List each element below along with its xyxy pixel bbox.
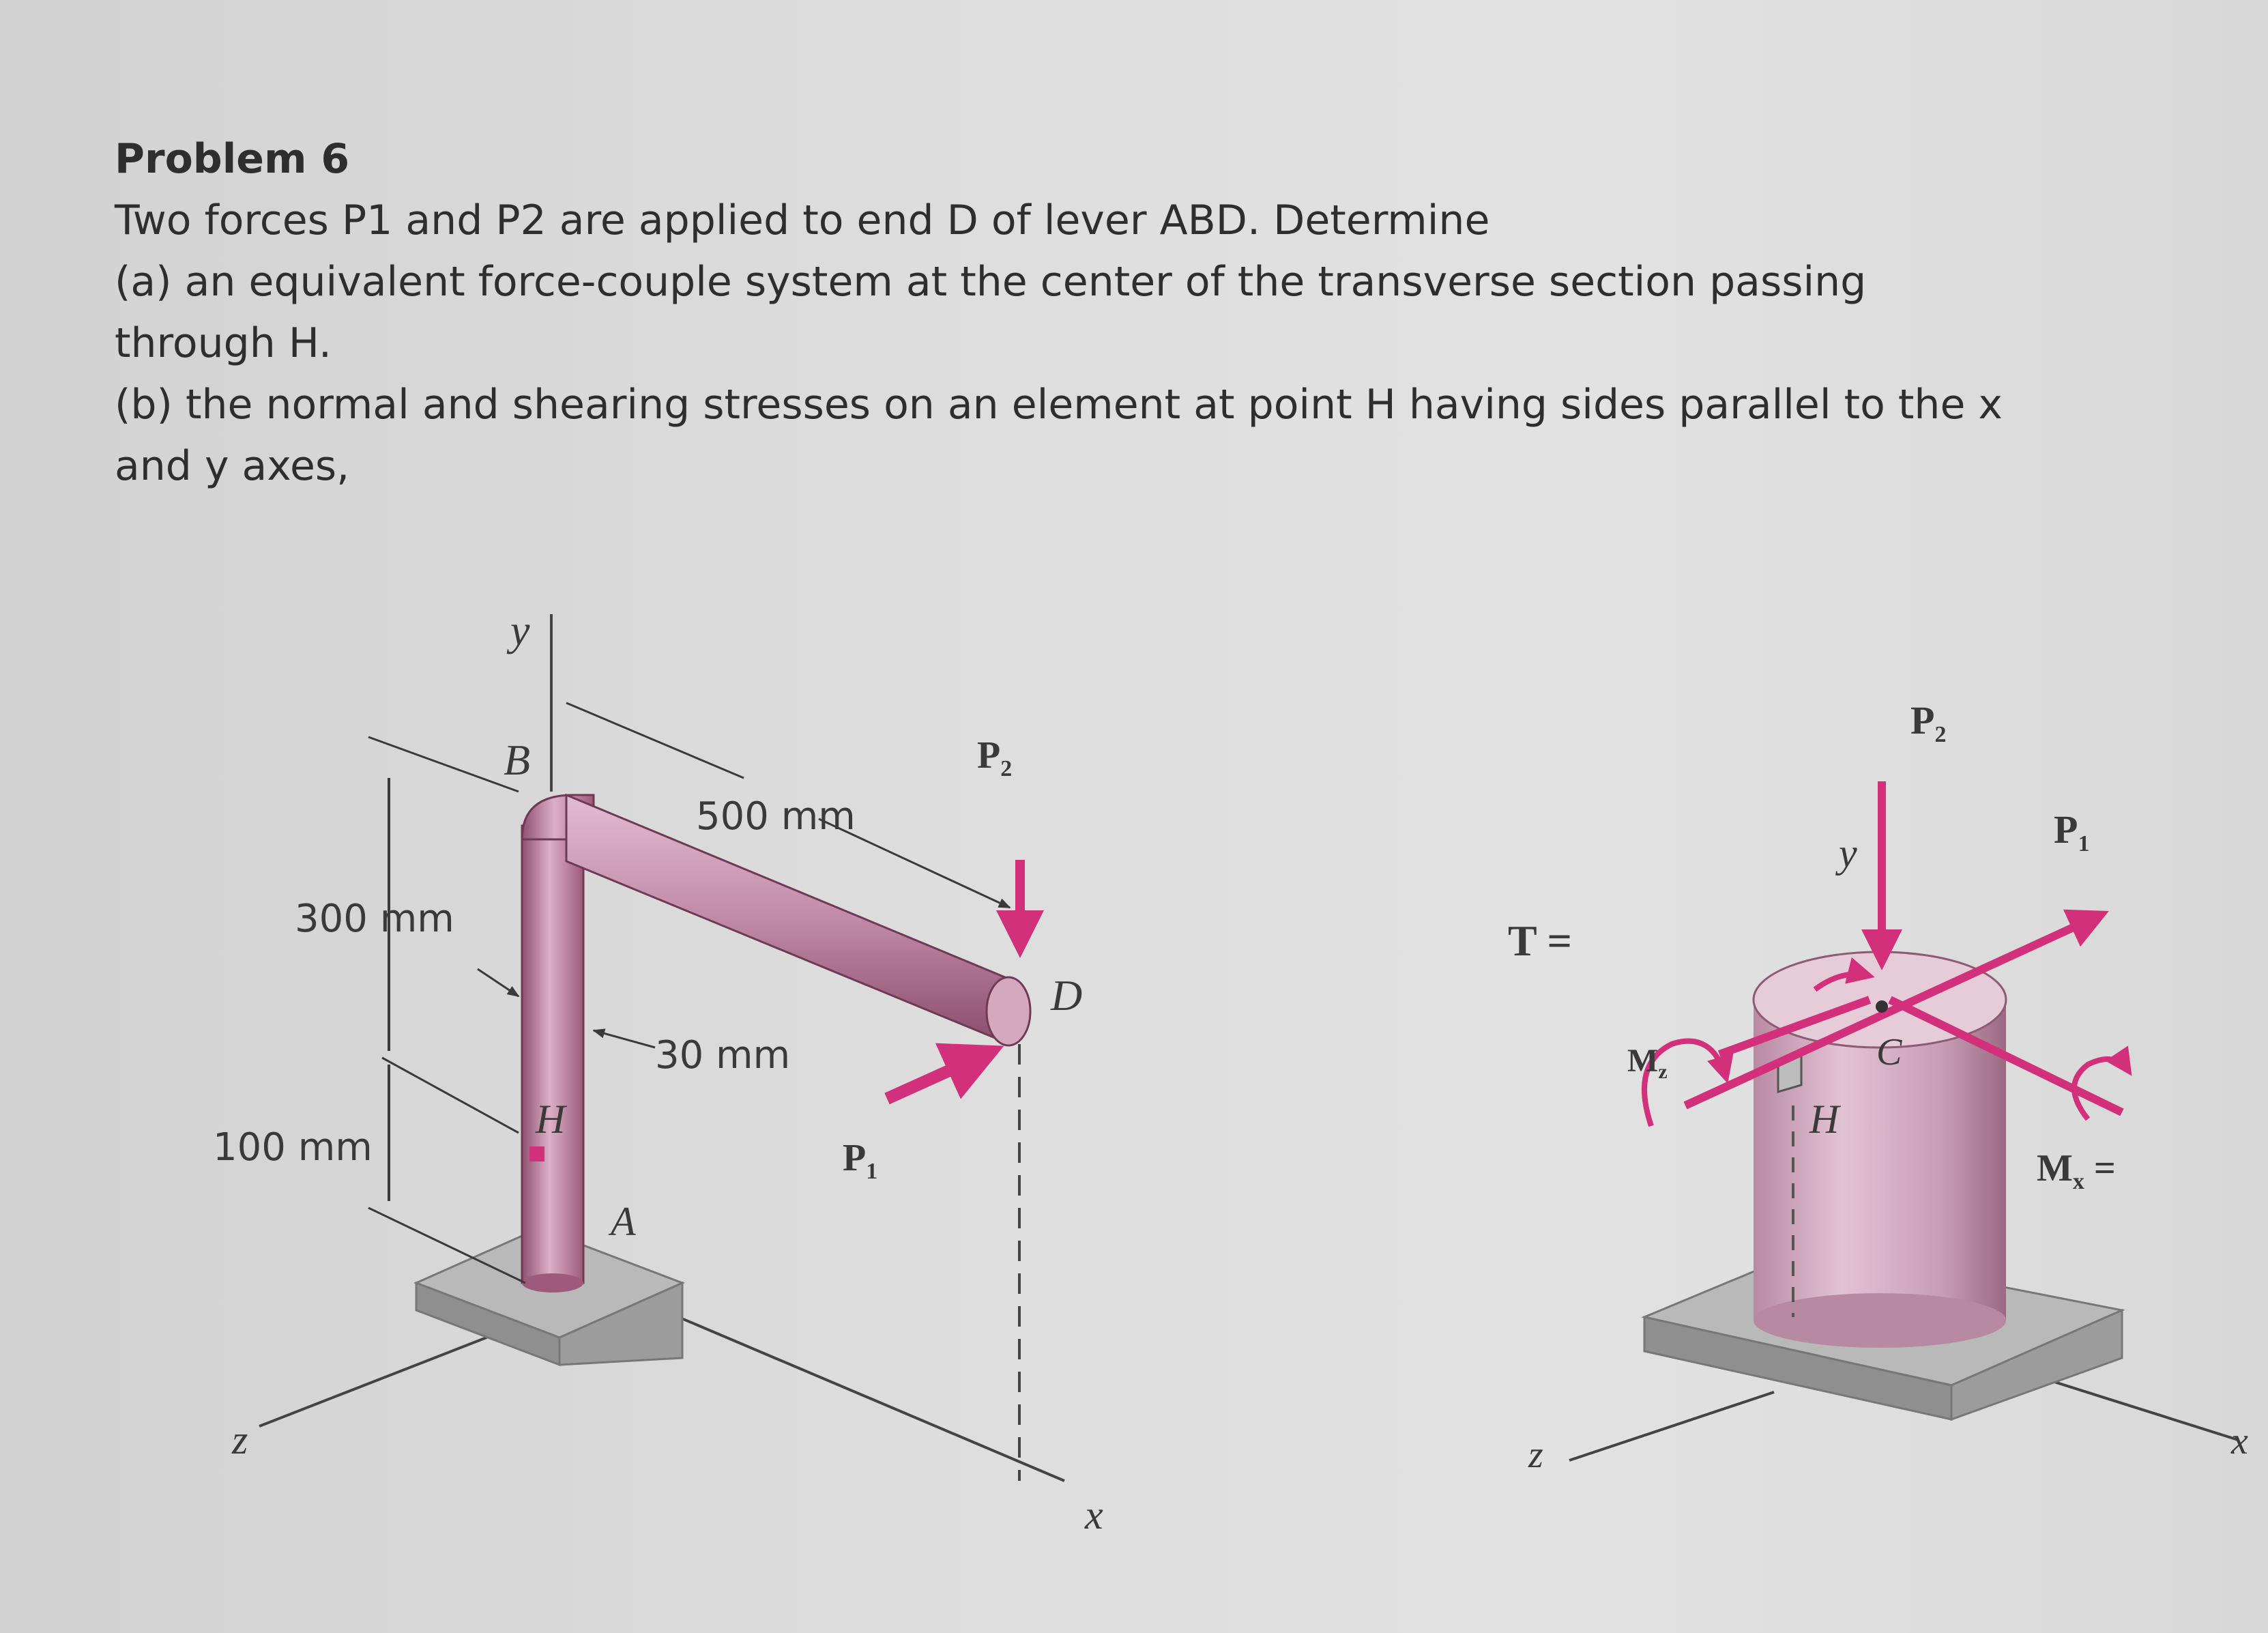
right-label-Mx: Mx=: [2037, 1147, 2116, 1194]
right-label-T: T =: [1508, 916, 1572, 965]
left-dim-300: 300 mm: [295, 897, 454, 941]
rod-base-end: [522, 1273, 583, 1292]
rod-end-D: [985, 976, 1032, 1047]
moment-Mx-curl: [2071, 1045, 2132, 1121]
right-label-P2: P2: [1910, 698, 1946, 747]
right-label-H: H: [1809, 1097, 1842, 1142]
left-label-P1: P1: [843, 1137, 877, 1184]
right-z-axis: [1569, 1391, 1775, 1462]
right-Mx-arrow: [1888, 996, 2124, 1116]
problem-line-2: (a) an equivalent force-couple system at…: [115, 258, 1867, 306]
left-label-D: D: [1050, 971, 1082, 1020]
left-label-z: z: [231, 1417, 248, 1462]
torque-T-curl: [1813, 957, 1875, 992]
problem-title: Problem 6: [115, 135, 350, 183]
right-Mz-arrow: [1717, 996, 1872, 1058]
left-figure: y B H A D z x 300 mm 500 mm 30 mm 100 mm…: [213, 606, 1103, 1537]
moment-Mz-curl: [1642, 1038, 1734, 1127]
right-label-z: z: [1528, 1434, 1543, 1476]
dim-30-line: [592, 1028, 656, 1049]
force-P1-arrow: [884, 1043, 1004, 1105]
left-label-P2: P2: [977, 734, 1012, 781]
left-label-A: A: [608, 1199, 636, 1244]
right-label-C: C: [1876, 1031, 1902, 1073]
left-dim-30: 30 mm: [655, 1033, 790, 1078]
left-dim-500: 500 mm: [696, 794, 856, 839]
right-label-x: x: [2230, 1420, 2248, 1462]
left-x-axis: [613, 1288, 1065, 1482]
right-figure: T = y C H z x P2 P1 Mz Mx=: [1508, 698, 2248, 1476]
right-force-P1-arrow: [1683, 909, 2109, 1110]
problem-line-3: through H.: [115, 319, 332, 367]
dim-500-line: [566, 702, 744, 779]
rod-vertical-AB: [521, 824, 585, 1284]
left-label-y: y: [506, 606, 530, 654]
problem-line-4: (b) the normal and shearing stresses on …: [115, 381, 2003, 429]
right-label-P1: P1: [2054, 807, 2089, 856]
left-label-H: H: [535, 1097, 568, 1142]
right-label-y: y: [1835, 830, 1857, 876]
left-dim-100: 100 mm: [213, 1125, 373, 1170]
left-label-x: x: [1084, 1492, 1103, 1537]
left-label-B: B: [504, 736, 530, 784]
right-label-Mz: Mz: [1627, 1043, 1668, 1083]
problem-line-1: Two forces P1 and P2 are applied to end …: [115, 197, 1490, 244]
problem-statement: Problem 6 Two forces P1 and P2 are appli…: [115, 128, 2059, 497]
point-H-marker: [529, 1146, 544, 1161]
problem-line-5: and y axes,: [115, 442, 350, 490]
point-C-dot: [1876, 1000, 1888, 1013]
cylinder-bottom: [1754, 1293, 2006, 1348]
